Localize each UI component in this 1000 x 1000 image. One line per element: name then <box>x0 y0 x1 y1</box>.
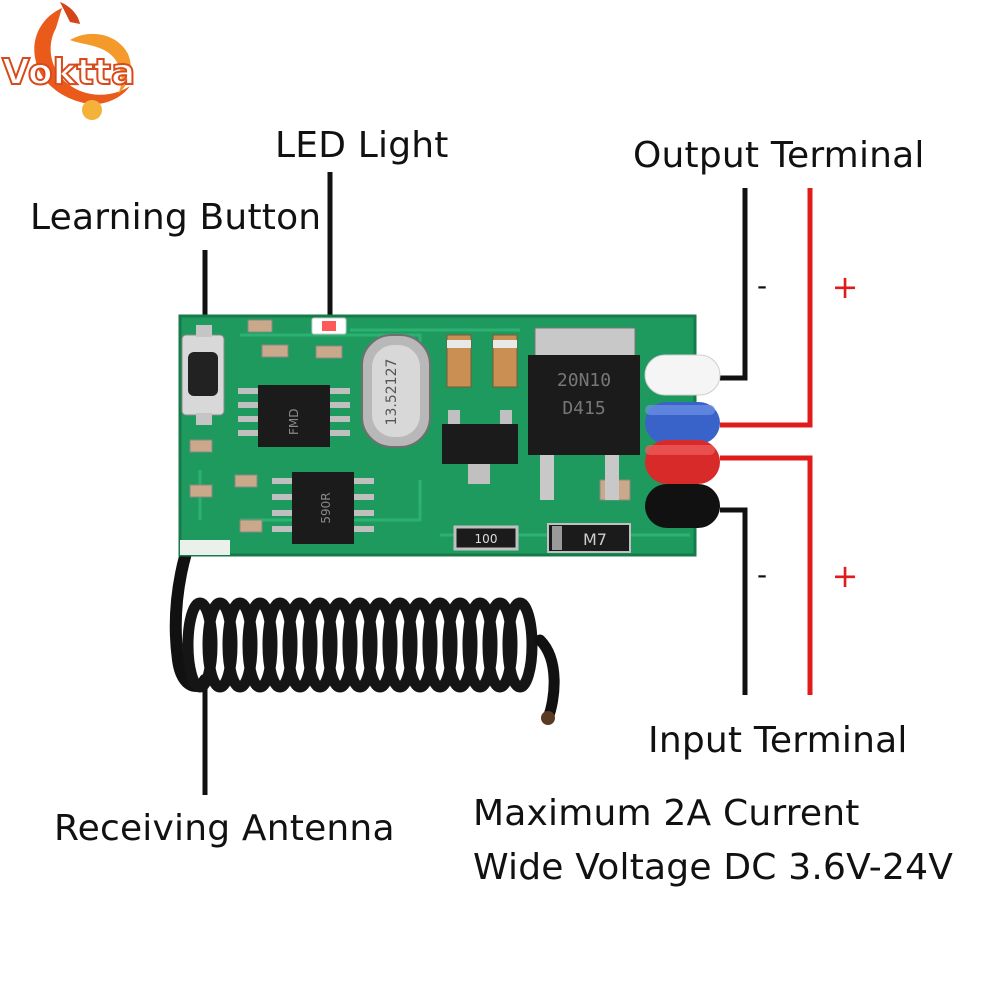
voltage-range-spec: Wide Voltage DC 3.6V-24V <box>473 847 954 888</box>
mcu-chip: FMD <box>238 385 350 447</box>
diode: M7 <box>547 523 631 553</box>
output-positive-line <box>720 188 813 428</box>
decoder-chip: 590R <box>272 472 374 544</box>
learning-button[interactable] <box>181 325 225 425</box>
output-plus-sign: + <box>832 268 859 306</box>
diode-marking: M7 <box>583 530 607 549</box>
input-positive-line <box>720 455 813 695</box>
mosfet-marking-1: 20N10 <box>557 370 611 391</box>
led-light <box>311 317 347 335</box>
mosfet-marking-2: D415 <box>562 398 605 419</box>
mcu-marking: FMD <box>287 409 301 436</box>
svg-text:Voktta: Voktta <box>2 52 135 93</box>
crystal-marking: 13.52127 <box>384 359 400 426</box>
input-negative-line <box>720 507 748 695</box>
logo-graphic: Voktta <box>1 2 136 120</box>
crystal-oscillator: 13.52127 <box>361 334 431 448</box>
input-plus-sign: + <box>832 557 859 595</box>
output-terminal-label: Output Terminal <box>633 135 925 176</box>
learning-button-label: Learning Button <box>30 197 322 238</box>
resistor-marking: 100 <box>475 532 498 546</box>
mosfet: 20N10 D415 <box>528 327 640 500</box>
wires <box>644 354 721 528</box>
receiving-antenna-label: Receiving Antenna <box>54 808 395 849</box>
capacitors <box>446 334 518 388</box>
antenna-coil-loop <box>502 597 538 693</box>
decoder-marking: 590R <box>319 492 333 523</box>
output-negative-line <box>720 188 748 381</box>
input-minus-sign: - <box>757 558 767 591</box>
max-current-spec: Maximum 2A Current <box>473 793 860 834</box>
voltage-regulator <box>442 410 518 484</box>
brand-logo: Voktta <box>0 0 175 135</box>
smd-components <box>189 319 631 533</box>
output-minus-sign: - <box>757 269 767 302</box>
led-light-label: LED Light <box>275 125 449 166</box>
resistor: 100 <box>453 525 519 551</box>
input-terminal-label: Input Terminal <box>648 720 908 761</box>
